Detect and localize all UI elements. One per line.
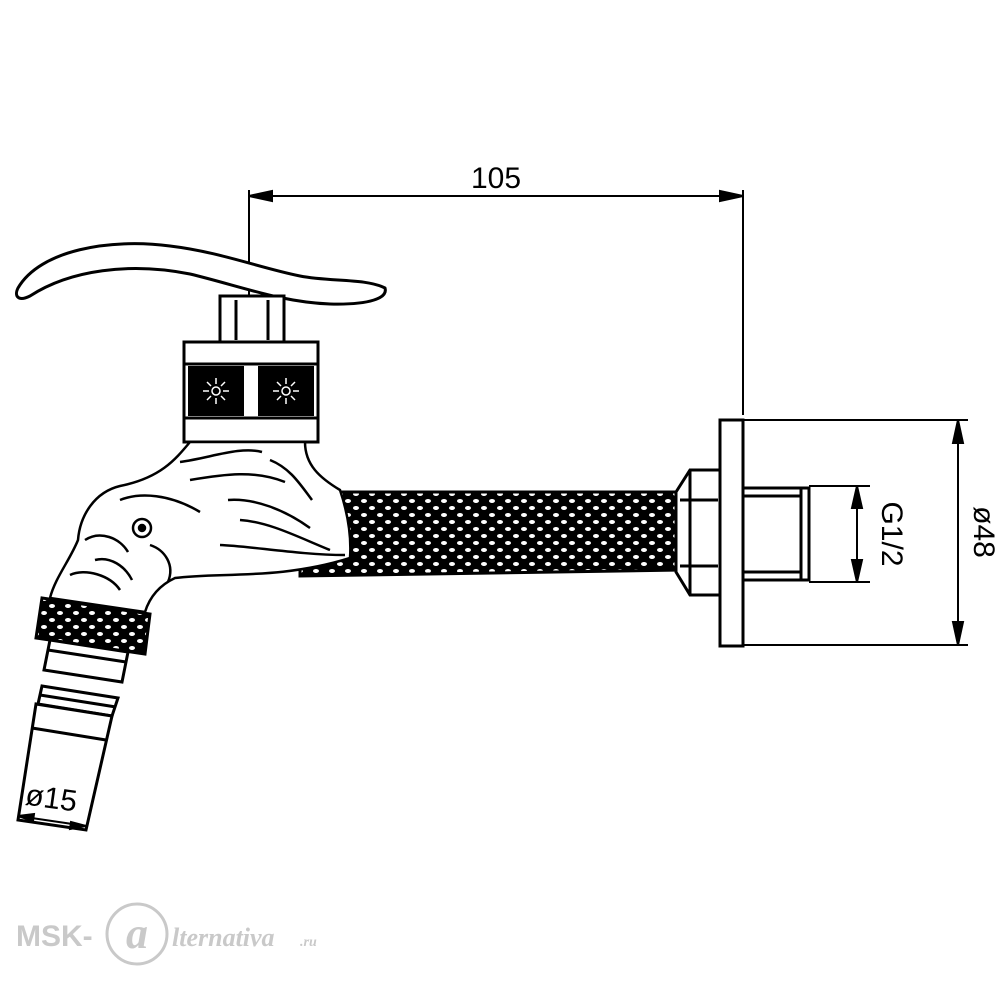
dimension-thread-label: G1/2 xyxy=(875,501,908,566)
lever-handle xyxy=(15,242,387,306)
arrow-right xyxy=(719,189,744,203)
valve-bonnet xyxy=(182,340,320,444)
dragon-spout xyxy=(48,440,352,614)
hex-nut xyxy=(674,468,722,597)
ornament-star-icon xyxy=(273,378,299,404)
dimension-length-label: 105 xyxy=(471,162,521,195)
ornament-star-icon xyxy=(203,378,229,404)
hose-connector xyxy=(16,596,152,832)
dimension-15 xyxy=(17,812,87,831)
dimension-flange-label: ø48 xyxy=(967,506,1000,558)
wall-flange xyxy=(718,418,745,648)
threaded-pipe xyxy=(741,486,811,582)
watermark-logo: MSK- a lternativa .ru xyxy=(16,902,317,966)
svg-text:a: a xyxy=(126,909,148,958)
valve-stem xyxy=(218,294,286,344)
dimension-48 xyxy=(743,419,968,646)
watermark-domain: .ru xyxy=(300,935,317,950)
arrow-left xyxy=(248,189,273,203)
knurled-body xyxy=(298,490,682,578)
at-sign-icon: a xyxy=(105,902,169,966)
dimension-thread xyxy=(809,485,870,583)
dimension-hose-label: ø15 xyxy=(23,779,79,819)
watermark-prefix: MSK- xyxy=(16,920,93,953)
watermark-suffix: lternativa xyxy=(172,923,275,952)
